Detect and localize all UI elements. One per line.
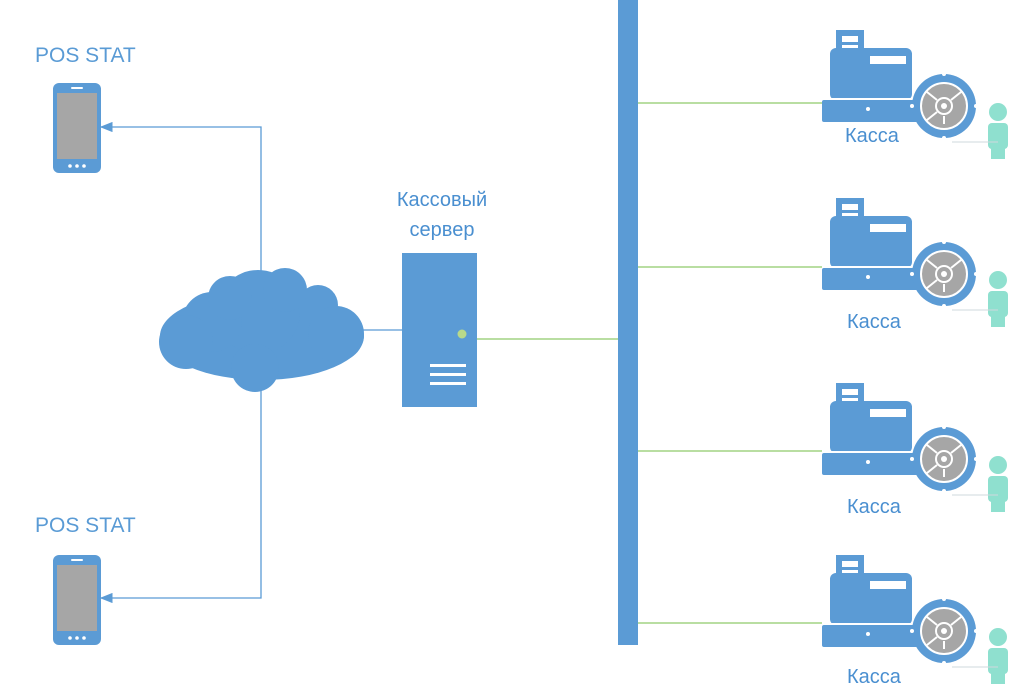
network-bus (618, 0, 638, 645)
register-label-3: Касса (847, 496, 901, 518)
cloud-icon (159, 268, 364, 392)
cash-register-icon-1 (821, 29, 1009, 160)
register-label-2: Касса (847, 311, 901, 333)
mobile-phone-icon-bottom (53, 555, 101, 645)
cash-register-icon-3 (821, 382, 1009, 513)
server-label-line2: сервер (409, 219, 475, 241)
server-icon (402, 253, 477, 407)
register-label-4: Касса (847, 666, 901, 688)
server-label: Кассовый сервер (372, 185, 512, 245)
pos-stat-label-bottom: POS STAT (35, 514, 136, 537)
link-cloud-to-pos-bottom (99, 390, 262, 604)
pos-stat-label-top: POS STAT (35, 44, 136, 67)
server-label-line1: Кассовый (396, 189, 488, 211)
mobile-phone-icon-top (53, 83, 101, 173)
cash-register-icon-4 (821, 554, 1009, 685)
cash-register-icon-2 (821, 197, 1009, 328)
register-label-1: Касса (845, 125, 899, 147)
link-cloud-to-pos-top (99, 121, 262, 274)
